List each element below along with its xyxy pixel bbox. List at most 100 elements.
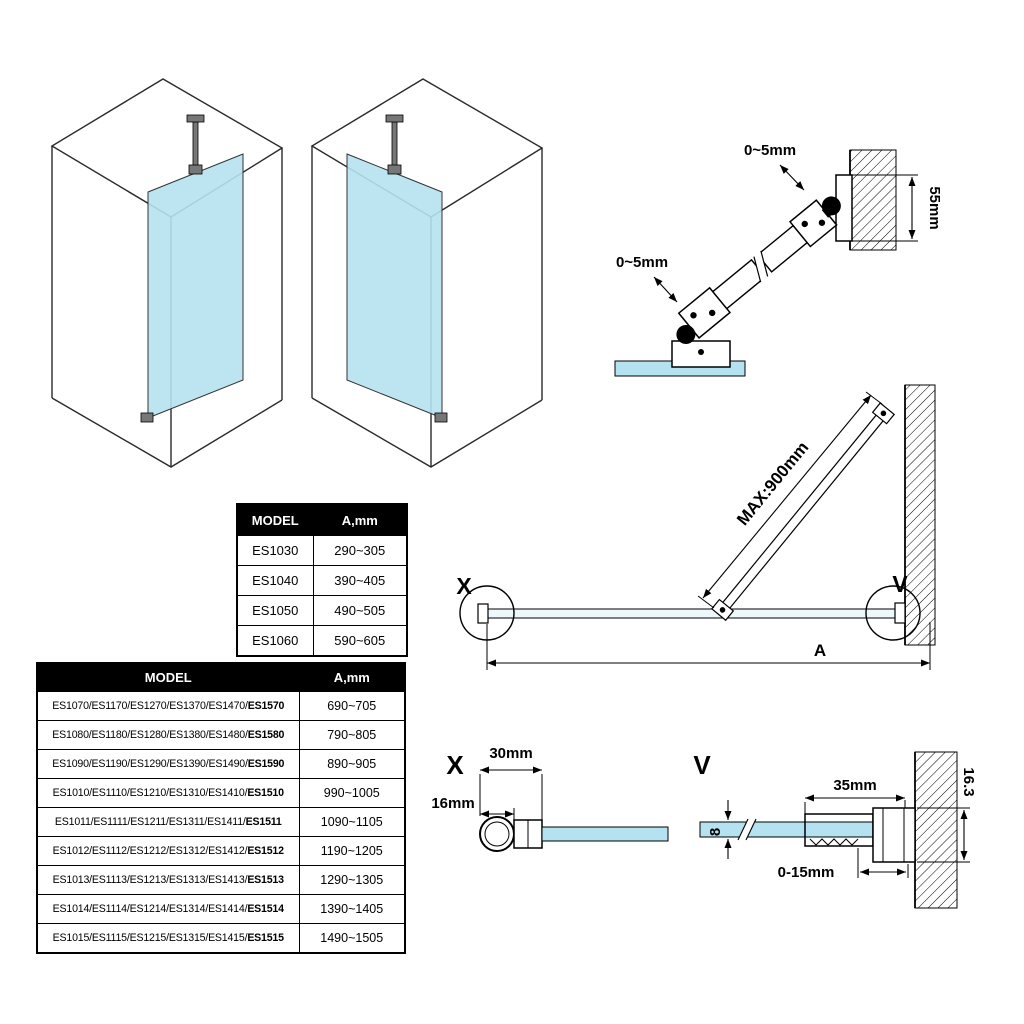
model-codes: ES1090/ES1190/ES1290/ES1390/ES1490/ bbox=[52, 758, 248, 770]
wall-section bbox=[914, 751, 958, 909]
table-row: ES1013/ES1113/ES1213/ES1313/ES1413/ES151… bbox=[36, 865, 406, 895]
a-mm-cell: 1290~1305 bbox=[298, 865, 406, 895]
section-v-drawing: V 8 35mm 16.3 bbox=[693, 750, 977, 909]
a-mm-column-header: A,mm bbox=[312, 503, 408, 536]
bracket-screw bbox=[708, 309, 716, 317]
rod-glass-bracket bbox=[188, 164, 203, 175]
a-mm-cell: 490~505 bbox=[312, 595, 408, 626]
table-row: ES1010/ES1110/ES1210/ES1310/ES1410/ES151… bbox=[36, 778, 406, 808]
glass-end-cap bbox=[477, 603, 489, 624]
glass-panel-plan bbox=[486, 608, 906, 619]
dimension-30mm: 30mm bbox=[479, 745, 543, 824]
end-tube-inner bbox=[484, 821, 510, 847]
isometric-panels-drawing bbox=[50, 78, 544, 468]
dimension-35mm: 35mm bbox=[804, 777, 906, 814]
model-codes: ES1080/ES1180/ES1280/ES1380/ES1480/ bbox=[52, 729, 248, 741]
table-row: ES1070/ES1170/ES1270/ES1370/ES1470/ES157… bbox=[36, 691, 406, 721]
dimension-8: 8 bbox=[707, 800, 732, 859]
clamp-screw bbox=[698, 349, 704, 355]
a-mm-cell: 1490~1505 bbox=[298, 923, 406, 954]
dimension-16-3: 16.3 bbox=[917, 767, 977, 863]
support-bar-detail-drawing: 55mm 0~5mm 0~5mm bbox=[614, 142, 943, 377]
model-cell: ES1090/ES1190/ES1290/ES1390/ES1490/ES159… bbox=[36, 749, 300, 779]
wall-section bbox=[849, 149, 897, 251]
model-codes: ES1014/ES1114/ES1214/ES1314/ES1414/ bbox=[52, 903, 248, 915]
section-x-drawing: X 30mm 16mm bbox=[431, 745, 669, 852]
model-cell: ES1014/ES1114/ES1214/ES1314/ES1414/ES151… bbox=[36, 894, 300, 924]
profile-width-label: 30mm bbox=[489, 745, 532, 762]
adjustment-label: 0-15mm bbox=[778, 864, 835, 881]
lower-pivot-knob bbox=[676, 324, 696, 344]
plate-height-label: 55mm bbox=[926, 186, 943, 229]
a-mm-column-header: A,mm bbox=[298, 662, 406, 692]
model-code-last: ES1513 bbox=[247, 874, 284, 886]
model-cell: ES1011/ES1111/ES1211/ES1311/ES1411/ES151… bbox=[36, 807, 300, 837]
a-mm-cell: 990~1005 bbox=[298, 778, 406, 808]
model-cell: ES1050 bbox=[236, 595, 314, 626]
model-cell: ES1010/ES1110/ES1210/ES1310/ES1410/ES151… bbox=[36, 778, 300, 808]
detail-v-marker: V bbox=[892, 571, 908, 597]
a-mm-cell: 290~305 bbox=[312, 535, 408, 566]
floor-foot bbox=[140, 412, 154, 423]
table-row: ES1014/ES1114/ES1214/ES1314/ES1414/ES151… bbox=[36, 894, 406, 924]
bracket-screw bbox=[690, 312, 697, 319]
dimension-0-15mm: 0-15mm bbox=[778, 848, 909, 881]
table-row: ES1012/ES1112/ES1212/ES1312/ES1412/ES151… bbox=[36, 836, 406, 866]
a-mm-cell: 1390~1405 bbox=[298, 894, 406, 924]
gap-arrow-top bbox=[779, 164, 805, 191]
support-bar-assembly bbox=[676, 196, 841, 344]
table-row: ES1080/ES1180/ES1280/ES1380/ES1480/ES158… bbox=[36, 720, 406, 750]
table-row: ES1015/ES1115/ES1215/ES1315/ES1415/ES151… bbox=[36, 923, 406, 954]
profile-height-label: 16.3 bbox=[960, 767, 977, 796]
model-column-header: MODEL bbox=[236, 503, 314, 536]
plan-view-drawing: MAX:900mm X V A bbox=[456, 384, 936, 670]
model-cell: ES1060 bbox=[236, 625, 314, 657]
model-cell: ES1040 bbox=[236, 565, 314, 596]
a-mm-cell: 1190~1205 bbox=[298, 836, 406, 866]
detail-x-marker: X bbox=[456, 573, 472, 599]
table-row: ES1011/ES1111/ES1211/ES1311/ES1411/ES151… bbox=[36, 807, 406, 837]
gap-label-bottom: 0~5mm bbox=[616, 254, 668, 271]
table-row: ES1060 590~605 bbox=[236, 625, 408, 657]
a-mm-cell: 790~805 bbox=[298, 720, 406, 750]
model-code-last: ES1590 bbox=[247, 758, 285, 770]
table-row: ES1050 490~505 bbox=[236, 595, 408, 626]
table-row: ES1090/ES1190/ES1290/ES1390/ES1490/ES159… bbox=[36, 749, 406, 779]
model-cell: ES1080/ES1180/ES1280/ES1380/ES1480/ES158… bbox=[36, 720, 300, 750]
model-code-last: ES1512 bbox=[247, 845, 284, 857]
glass-panel-section bbox=[541, 826, 669, 842]
wall-profile-plan bbox=[894, 602, 906, 624]
model-code-last: ES1515 bbox=[247, 932, 284, 944]
profile-width-label: 35mm bbox=[833, 777, 876, 794]
model-codes: ES1070/ES1170/ES1270/ES1370/ES1470/ bbox=[52, 700, 248, 712]
model-codes: ES1015/ES1115/ES1215/ES1315/ES1415/ bbox=[52, 932, 248, 944]
model-code-last: ES1511 bbox=[245, 816, 282, 828]
bracket-screw bbox=[818, 219, 826, 226]
model-code-last: ES1570 bbox=[247, 700, 285, 712]
wall-section bbox=[904, 384, 936, 646]
model-cell: ES1012/ES1112/ES1212/ES1312/ES1412/ES151… bbox=[36, 836, 300, 866]
model-codes: ES1010/ES1110/ES1210/ES1310/ES1410/ bbox=[52, 787, 248, 799]
gap-arrow-bottom bbox=[653, 276, 678, 303]
section-v-title: V bbox=[693, 750, 711, 780]
dimension-a: A bbox=[486, 622, 931, 670]
gap-label-top: 0~5mm bbox=[744, 142, 796, 159]
width-label: A bbox=[814, 641, 826, 660]
model-cell: ES1013/ES1113/ES1213/ES1313/ES1413/ES151… bbox=[36, 865, 300, 895]
a-mm-cell: 590~605 bbox=[312, 625, 408, 657]
tube-width-label: 16mm bbox=[431, 795, 474, 812]
spec-table-large: MODEL A,mm ES1070/ES1170/ES1270/ES1370/E… bbox=[36, 662, 406, 954]
spring-zigzag bbox=[809, 838, 859, 846]
sliding-clamp bbox=[804, 813, 874, 847]
table-row: ES1040 390~405 bbox=[236, 565, 408, 596]
glass-panel-right bbox=[346, 153, 443, 419]
glass-break-symbol bbox=[737, 818, 757, 841]
wall-profile bbox=[872, 807, 916, 863]
a-mm-cell: 690~705 bbox=[298, 691, 406, 721]
a-mm-cell: 890~905 bbox=[298, 749, 406, 779]
model-code-last: ES1580 bbox=[247, 729, 285, 741]
a-mm-cell: 1090~1105 bbox=[298, 807, 406, 837]
model-cell: ES1015/ES1115/ES1215/ES1315/ES1415/ES151… bbox=[36, 923, 300, 954]
rod-glass-bracket bbox=[387, 164, 402, 175]
